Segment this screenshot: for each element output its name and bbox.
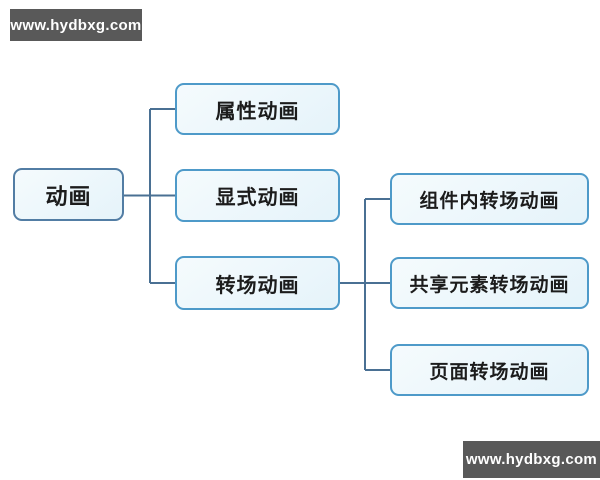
node-shared-element-transition-animation: 共享元素转场动画 xyxy=(390,257,589,309)
node-attribute-animation: 属性动画 xyxy=(175,83,340,135)
watermark-top-left: www.hydbxg.com xyxy=(10,9,142,41)
node-transition-animation: 转场动画 xyxy=(175,256,340,310)
node-explicit-animation: 显式动画 xyxy=(175,169,340,222)
node-component-transition-animation: 组件内转场动画 xyxy=(390,173,589,225)
node-animation-root: 动画 xyxy=(13,168,124,221)
watermark-bottom-right: www.hydbxg.com xyxy=(463,441,600,478)
node-page-transition-animation: 页面转场动画 xyxy=(390,344,589,396)
